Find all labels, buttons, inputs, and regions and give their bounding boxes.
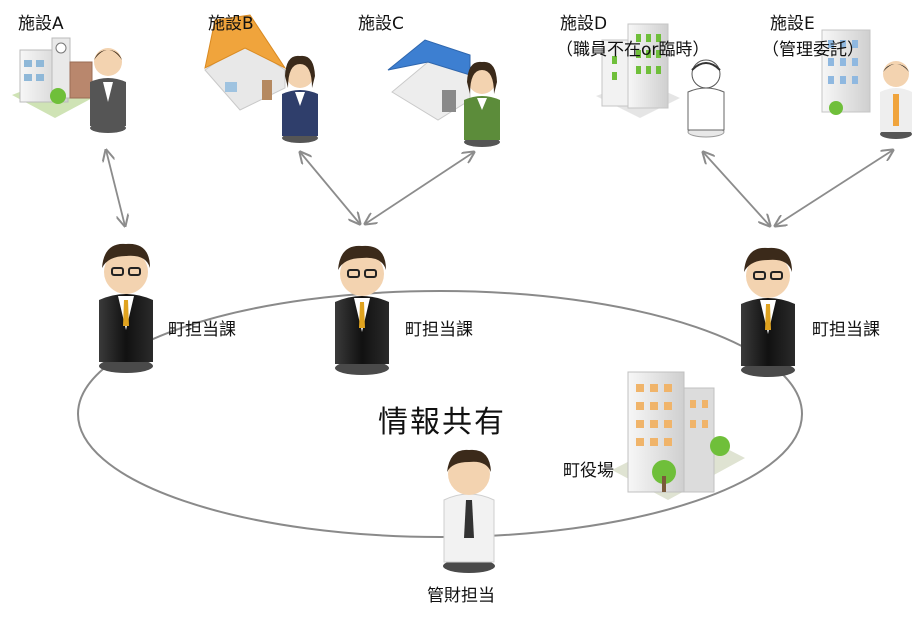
info-sharing-title: 情報共有 — [378, 405, 506, 440]
facility-d-label: 施設D — [560, 14, 608, 34]
arrow-facility-b — [300, 152, 360, 224]
arrow-facility-c — [365, 152, 474, 224]
facility-d-note: （職員不在or臨時） — [556, 40, 710, 60]
arrow-facility-d — [703, 152, 770, 226]
property-manager-label: 管財担当 — [427, 586, 495, 606]
facility-e-label: 施設E — [770, 14, 815, 34]
house-orange-roof-icon — [204, 14, 287, 111]
arrow-facility-e — [775, 150, 893, 226]
town-staff-1-icon — [99, 243, 153, 373]
town-hall-building-icon — [612, 371, 745, 500]
facility-c-staff-icon — [464, 61, 500, 147]
facility-d-staff-placeholder-icon — [687, 59, 725, 138]
town-staff-2-label: 町担当課 — [405, 320, 473, 340]
school-icon — [12, 37, 98, 118]
office-building-green-icon — [596, 23, 680, 118]
facility-a-staff-icon — [90, 48, 126, 133]
connection-arrows — [106, 150, 893, 226]
arrow-facility-a — [106, 150, 125, 226]
town-staff-1-label: 町担当課 — [168, 320, 236, 340]
facility-b-staff-icon — [282, 55, 318, 143]
facility-e-note: （管理委託） — [762, 40, 864, 60]
facility-a-label: 施設A — [18, 14, 64, 34]
house-blue-roof-icon — [387, 39, 471, 121]
facility-c-label: 施設C — [358, 14, 404, 34]
town-hall-label: 町役場 — [563, 461, 614, 481]
facility-e-staff-icon — [880, 61, 912, 139]
info-sharing-ellipse — [77, 290, 803, 538]
town-staff-3-icon — [741, 247, 795, 377]
town-staff-3-label: 町担当課 — [812, 320, 880, 340]
facility-b-label: 施設B — [208, 14, 254, 34]
property-manager-icon — [443, 449, 495, 573]
office-building-blue-icon — [821, 29, 871, 115]
town-staff-2-icon — [335, 245, 389, 375]
